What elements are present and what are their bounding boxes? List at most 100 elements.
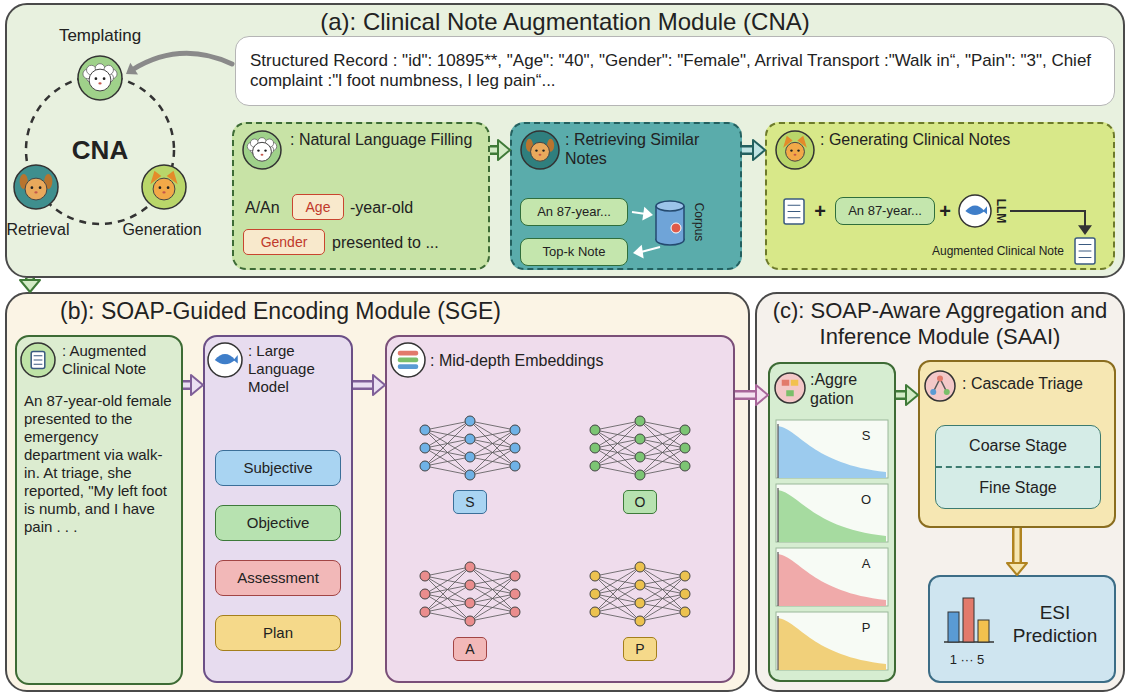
decoration [257, 149, 259, 151]
network-edge [425, 567, 470, 612]
network-edge [640, 448, 685, 475]
network-edge [470, 448, 515, 475]
node-subtext: An 87-year-old female presented to the e… [24, 392, 176, 536]
network-edge [425, 466, 470, 475]
distribution-band [776, 420, 888, 478]
network-node [420, 589, 430, 599]
embedding-box: : Mid-depth EmbeddingsSOAP [385, 335, 735, 683]
node-text: Subjective [243, 459, 312, 477]
node-text: An 87-year... [848, 203, 922, 219]
network-node [510, 607, 520, 617]
field-tag: Gender [243, 229, 325, 255]
label-text: Templating [59, 27, 141, 46]
distribution-curve [778, 490, 886, 542]
network-edge [425, 421, 470, 466]
connector-head [191, 375, 203, 395]
network-node [510, 425, 520, 435]
decoration [95, 77, 98, 80]
flow-arrow [183, 375, 203, 395]
soap-box: Assessment [215, 560, 341, 596]
node-text: : Retrieving Similar Notes [565, 130, 735, 168]
network-node [420, 607, 430, 617]
network-node [465, 580, 475, 590]
node-text: : Large Language Model [248, 342, 348, 396]
network-edge [425, 612, 470, 621]
network-edge [425, 603, 470, 612]
node-subtext: presented to ... [332, 233, 482, 252]
label-text: Corpus [691, 203, 704, 242]
connector-head [373, 375, 385, 395]
distribution-band [776, 548, 888, 606]
network-node [510, 589, 520, 599]
soap-tag: O [623, 490, 657, 514]
network-edge [595, 466, 640, 475]
network-edge [595, 430, 640, 475]
document-icon [31, 352, 45, 369]
node-text: A [465, 641, 474, 658]
node-text: Top-k Note [543, 244, 606, 260]
label-text: CNA [72, 136, 128, 165]
decoration [215, 354, 235, 364]
network-node [680, 443, 690, 453]
network-edge [640, 576, 685, 621]
node-text: : Generating Clinical Notes [820, 130, 1060, 149]
node-text: (b): SOAP-Guided Encoding Module (SGE) [60, 298, 580, 326]
distribution-curve [778, 426, 886, 478]
distribution-curve [778, 554, 886, 606]
decoration [264, 149, 266, 151]
decoration [539, 154, 542, 156]
icon-ring [208, 343, 242, 377]
network-edge [425, 576, 470, 621]
decoration [683, 206, 685, 240]
module-panel: (b): SOAP-Guided Encoding Module (SGE) : … [5, 292, 750, 692]
node-text: P [635, 641, 644, 658]
network-edge [425, 439, 470, 466]
decoration [788, 205, 801, 206]
network-edge [470, 576, 515, 621]
network-edge [595, 603, 640, 612]
decoration [930, 389, 936, 395]
flow-arrow [353, 375, 385, 395]
network-edge [470, 594, 515, 621]
connector-head [20, 280, 40, 292]
network-edge [425, 585, 470, 612]
leader-arrow [1010, 211, 1085, 228]
network-edge [640, 612, 685, 621]
soap-box: Objective [215, 505, 341, 541]
axis-line [777, 616, 778, 670]
decoration [34, 191, 37, 193]
node-subtext: 1 ··· 5 [936, 652, 998, 668]
network-edge [595, 421, 640, 466]
node-text: Plan [263, 624, 293, 642]
network-node [465, 598, 475, 608]
decoration [983, 206, 987, 214]
network-node [465, 470, 475, 480]
node-text: Age [306, 199, 331, 216]
decoration [791, 380, 799, 386]
flow-arrow [742, 140, 765, 160]
arrow-head [1078, 225, 1092, 235]
note-chip: An 87-year... [520, 198, 628, 226]
node-text: :Aggre gation [810, 370, 890, 408]
decoration [39, 186, 42, 189]
icon-ring [776, 131, 814, 169]
axis-line [777, 488, 778, 542]
network-edge [425, 430, 470, 475]
network-node [680, 571, 690, 581]
icon-ring [959, 195, 991, 227]
network-edge [595, 585, 640, 612]
decoration [790, 149, 792, 151]
flow-arrow [490, 140, 510, 160]
network-node [510, 461, 520, 471]
decoration [34, 360, 43, 361]
connector-line [353, 380, 374, 390]
flow-arrow [896, 385, 918, 405]
decoration [671, 223, 681, 233]
network-node [465, 452, 475, 462]
decoration [786, 142, 805, 161]
network-edge [595, 612, 640, 621]
soap-box: Plan [215, 615, 341, 651]
node-text: O [861, 492, 871, 508]
